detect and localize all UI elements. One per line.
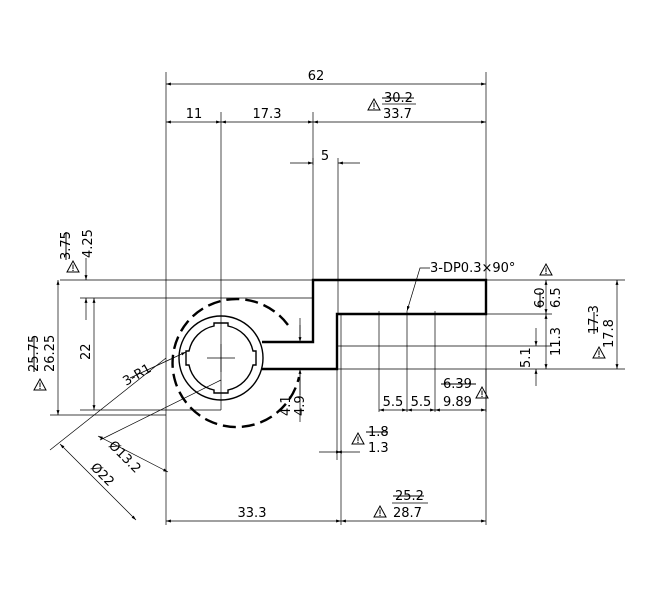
dim-new-1-3: 1.3 [368, 441, 389, 456]
dim-new-17-8: 17.8 [602, 319, 617, 348]
dim-new-6-5: 6.5 [549, 287, 564, 308]
dim-dia-13-2: Ø13.2 [105, 438, 143, 476]
dim-11: 11 [186, 107, 203, 122]
revision-icon [66, 260, 80, 273]
dim-11-3: 11.3 [549, 327, 564, 356]
dim-new-26-25: 26.25 [43, 335, 58, 372]
dimension-labels: 62 11 17.3 30.2 33.7 5 3.75 4.25 3-DP0.3… [27, 69, 617, 521]
dim-5-1: 5.1 [519, 347, 534, 368]
callout-chamfer: 3-DP0.3×90° [430, 261, 515, 276]
dim-dia-22: Ø22 [87, 460, 117, 490]
dim-pitch-5-5-a: 5.5 [383, 395, 404, 410]
part-outline [171, 278, 488, 429]
revision-icon [33, 378, 47, 391]
dim-slot-5: 5 [321, 149, 329, 164]
dim-new-33-7: 33.7 [383, 107, 412, 122]
revision-icon [373, 505, 387, 518]
callout-radius: 3-R1 [121, 361, 155, 389]
revision-icon [367, 98, 381, 111]
extension-lines [49, 72, 625, 525]
dim-17-3: 17.3 [253, 107, 282, 122]
dim-new-28-7: 28.7 [393, 506, 422, 521]
revision-icon [351, 432, 365, 445]
dim-height-22: 22 [79, 343, 94, 360]
revision-icon [539, 263, 553, 276]
dim-gap-4-1: 4.1 [279, 395, 294, 416]
dim-pitch-5-5-b: 5.5 [411, 395, 432, 410]
dim-gap-4-9: 4.9 [293, 395, 308, 416]
dim-new-4-25: 4.25 [81, 229, 96, 258]
dimension-lines [56, 82, 619, 525]
dim-overall-width: 62 [308, 69, 325, 84]
dim-bottom-33-3: 33.3 [238, 506, 267, 521]
dim-new-9-89: 9.89 [443, 395, 472, 410]
